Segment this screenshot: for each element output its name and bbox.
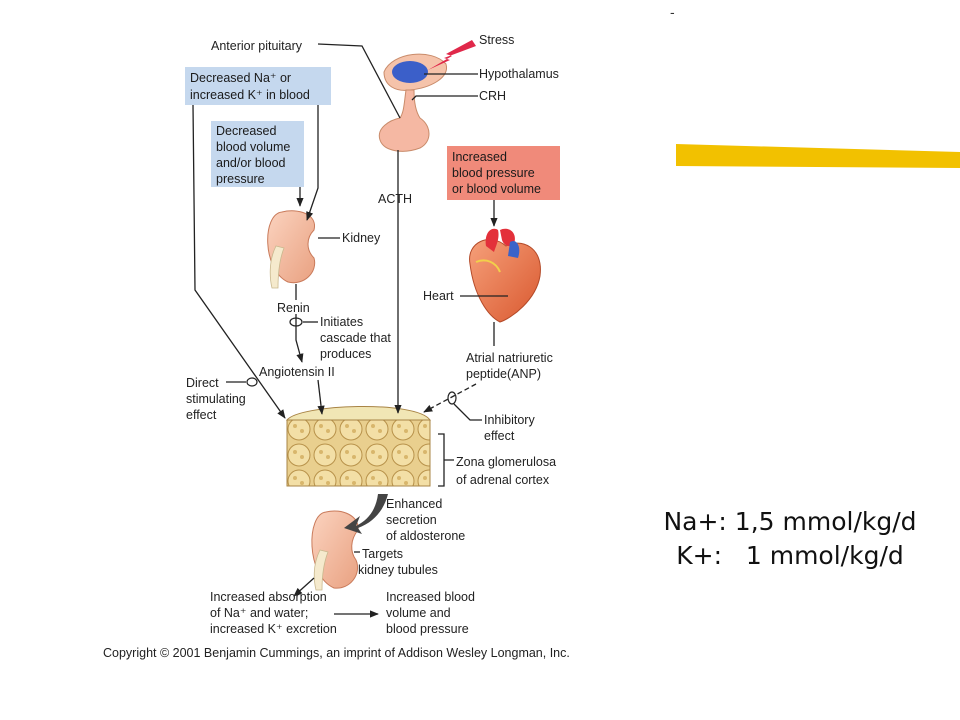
targets-label-line-2: kidney tubules bbox=[358, 563, 438, 577]
secretion-arrow bbox=[344, 494, 388, 534]
adrenal-cortex-illustration bbox=[285, 405, 431, 487]
result-label-line-3: blood pressure bbox=[386, 622, 469, 636]
pressure-box-line-2: blood pressure bbox=[452, 166, 535, 180]
zona-label-line-1: Zona glomerulosa bbox=[456, 455, 556, 469]
inhibitory-label-line-1: Inhibitory bbox=[484, 413, 535, 427]
slide-dash-mark: - bbox=[670, 4, 675, 20]
kidney-illustration bbox=[267, 210, 316, 289]
heart-label: Heart bbox=[423, 289, 454, 303]
result-label-line-2: volume and bbox=[386, 606, 451, 620]
kidney-label: Kidney bbox=[342, 231, 381, 245]
volume-box-line-1: Decreased bbox=[216, 124, 276, 138]
pressure-box-line-1: Increased bbox=[452, 150, 507, 164]
direct-label-line-1: Direct bbox=[186, 376, 219, 390]
absorption-label-line-3: increased K⁺ excretion bbox=[210, 622, 337, 636]
hypothalamus-label: Hypothalamus bbox=[479, 67, 559, 81]
ion-box-line-2: increased K⁺ in blood bbox=[190, 88, 310, 102]
volume-box-line-4: pressure bbox=[216, 172, 265, 186]
direct-label-line-3: effect bbox=[186, 408, 217, 422]
anp-label-line-1: Atrial natriuretic bbox=[466, 351, 553, 365]
heart-illustration bbox=[469, 228, 541, 323]
copyright-notice: Copyright © 2001 Benjamin Cummings, an i… bbox=[103, 646, 570, 660]
enhanced-label-line-1: Enhanced bbox=[386, 497, 442, 511]
kidney-bottom-illustration bbox=[311, 510, 359, 591]
cascade-label-line-1: Initiates bbox=[320, 315, 363, 329]
cascade-label-line-2: cascade that bbox=[320, 331, 391, 345]
volume-box-line-3: and/or blood bbox=[216, 156, 286, 170]
connector-lines bbox=[192, 43, 508, 618]
ion-box: Decreased Na⁺ or increased K⁺ in blood bbox=[185, 67, 331, 105]
sodium-intake: Na+: 1,5 mmol/kg/d bbox=[663, 507, 917, 536]
pressure-box: Increased blood pressure or blood volume bbox=[447, 146, 560, 200]
highlight-bar bbox=[676, 144, 960, 168]
stress-arrow bbox=[428, 40, 476, 70]
pressure-box-line-3: or blood volume bbox=[452, 182, 541, 196]
direct-label-line-2: stimulating bbox=[186, 392, 246, 406]
volume-box-line-2: blood volume bbox=[216, 140, 290, 154]
stress-label: Stress bbox=[479, 33, 514, 47]
potassium-intake: K+: 1 mmol/kg/d bbox=[676, 541, 904, 570]
zona-label-line-2: of adrenal cortex bbox=[456, 473, 550, 487]
result-label-line-1: Increased blood bbox=[386, 590, 475, 604]
hypothalamus-pituitary-illustration bbox=[378, 53, 447, 152]
absorption-label-line-2: of Na⁺ and water; bbox=[210, 606, 308, 620]
cascade-label-line-3: produces bbox=[320, 347, 371, 361]
enhanced-label-line-3: of aldosterone bbox=[386, 529, 465, 543]
angiotensin-label: Angiotensin II bbox=[259, 365, 335, 379]
absorption-label-line-1: Increased absorption bbox=[210, 590, 327, 604]
volume-box: Decreased blood volume and/or blood pres… bbox=[211, 121, 304, 187]
crh-label: CRH bbox=[479, 89, 506, 103]
targets-label-line-1: Targets bbox=[362, 547, 403, 561]
renin-label: Renin bbox=[277, 301, 310, 315]
anterior-pituitary-label: Anterior pituitary bbox=[211, 39, 303, 53]
acth-label: ACTH bbox=[378, 192, 412, 206]
daily-intake-text: Na+: 1,5 mmol/kg/d K+: 1 mmol/kg/d bbox=[620, 505, 960, 573]
ion-box-line-1: Decreased Na⁺ or bbox=[190, 71, 291, 85]
inhibitory-label-line-2: effect bbox=[484, 429, 515, 443]
anp-label-line-2: peptide(ANP) bbox=[466, 367, 541, 381]
enhanced-label-line-2: secretion bbox=[386, 513, 437, 527]
